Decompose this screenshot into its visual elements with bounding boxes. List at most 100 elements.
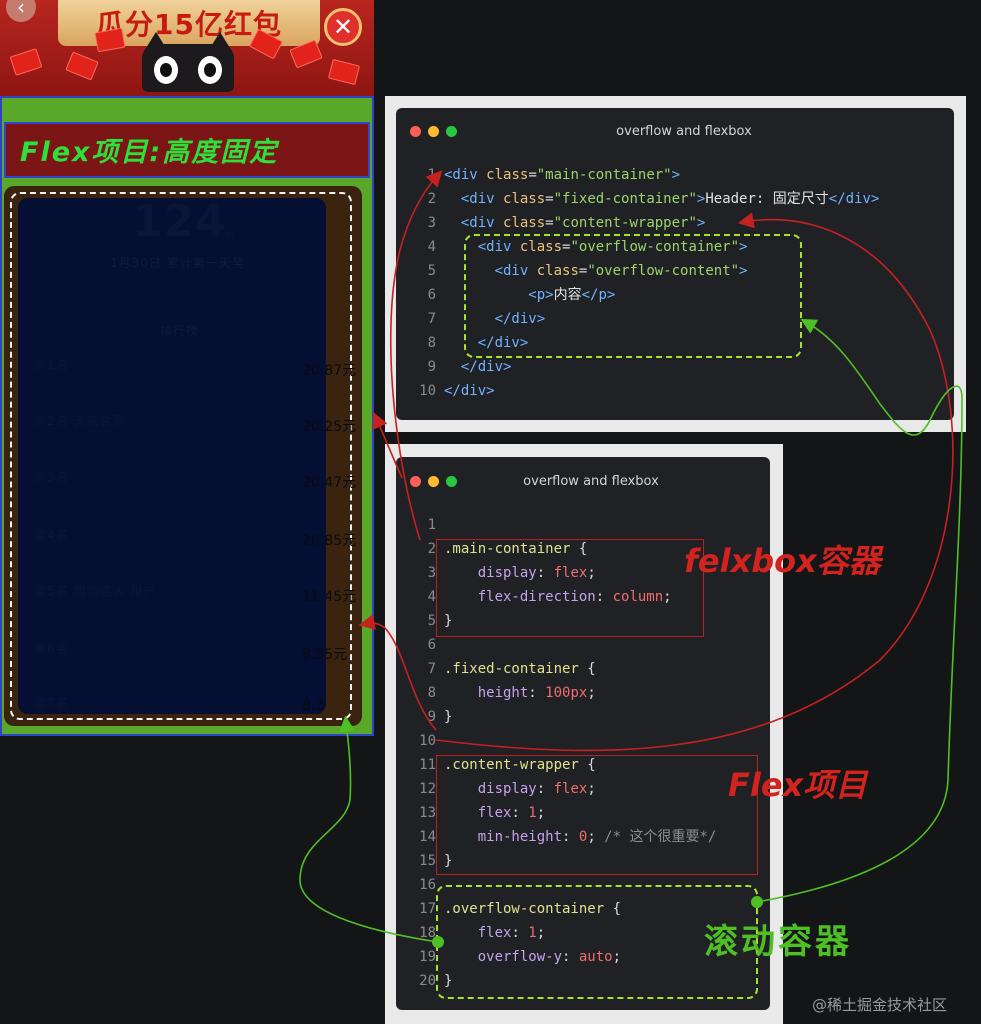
fixed-header-label: Flex项目:高度固定 — [20, 137, 279, 168]
code-token: <div — [444, 167, 487, 183]
back-button[interactable]: ‹ — [6, 0, 36, 22]
close-button[interactable]: ✕ — [324, 8, 362, 46]
code-token: Header: 固定尺寸 — [705, 191, 829, 207]
line-number: 15 — [419, 853, 436, 869]
code-token: : — [536, 565, 554, 581]
window-close-dot[interactable] — [410, 126, 421, 137]
window-close-dot[interactable] — [410, 476, 421, 487]
code-token: </div> — [477, 335, 529, 351]
code-token: 1 — [528, 805, 537, 821]
window-zoom-dot[interactable] — [446, 476, 457, 487]
code-token: > — [696, 215, 706, 231]
code-line: } — [444, 969, 452, 993]
code-token: flex — [553, 565, 588, 581]
code-token: flex-direction — [477, 589, 596, 605]
code-token: > — [671, 167, 681, 183]
line-number: 17 — [419, 901, 436, 917]
rank-row-label: 第6名 — [34, 642, 69, 656]
rank-row-label: 第7名 — [34, 696, 69, 710]
code-token: "overflow-content" — [587, 263, 740, 279]
code-token: : — [595, 589, 613, 605]
code-token: </div> — [460, 359, 512, 375]
arrow-scroll-phone — [299, 715, 439, 943]
overflow-container-outline — [10, 192, 352, 720]
code-token: 100px — [545, 685, 588, 701]
code-token: = — [578, 263, 588, 279]
code-token: "main-container" — [536, 167, 672, 183]
arrow-scroll-html — [756, 318, 963, 903]
line-number: 5 — [427, 263, 436, 279]
line-number: 5 — [427, 613, 436, 629]
window-minimize-dot[interactable] — [428, 476, 439, 487]
code-line: <div class="main-container"> — [444, 163, 680, 187]
code-token: > — [739, 239, 748, 255]
code-token: </div> — [494, 311, 546, 327]
code-token: class — [486, 167, 529, 183]
window-title: overflow and flexbox — [523, 474, 659, 489]
arrow-dot — [432, 936, 444, 948]
code-line: overflow-y: auto; — [444, 945, 621, 969]
code-line: .main-container { — [444, 537, 587, 561]
total-number: 124 — [132, 196, 227, 247]
arrow-content-wrapper-loop — [435, 212, 954, 752]
line-number: 1 — [427, 517, 436, 533]
code-token: : — [562, 829, 579, 845]
line-number: 7 — [427, 311, 436, 327]
code-token: </div> — [828, 191, 880, 207]
code-token: : — [562, 949, 579, 965]
fixed-header-area — [4, 122, 370, 178]
code-token: .fixed-container — [444, 661, 579, 677]
rank-row-label: 第1名 — [34, 358, 69, 372]
code-token: flex — [553, 781, 588, 797]
line-number: 3 — [427, 215, 436, 231]
code-line: <div class="overflow-content"> — [444, 259, 748, 283]
tmall-cat-icon — [142, 32, 234, 92]
code-line: } — [444, 849, 452, 873]
code-token: : — [511, 925, 529, 941]
code-token: <div — [494, 263, 537, 279]
code-token: "content-wrapper" — [553, 215, 697, 231]
flexbox-container-label: felxbox容器 — [684, 542, 881, 580]
code-token: class — [503, 215, 546, 231]
code-line: .overflow-container { — [444, 897, 621, 921]
code-token: <p> — [528, 287, 554, 303]
code-token: .overflow-container — [444, 901, 605, 917]
rank-row-label: 第3名 — [34, 470, 69, 484]
scroll-content-panel[interactable] — [18, 198, 326, 714]
line-number: 10 — [419, 383, 436, 399]
code-line: <div class="fixed-container">Header: 固定尺… — [444, 187, 880, 211]
code-line: height: 100px; — [444, 681, 596, 705]
line-number: 13 — [419, 805, 436, 821]
rank-row-amount: 8.35元 — [302, 647, 348, 663]
code-line: min-height: 0; /* 这个很重要*/ — [444, 825, 717, 849]
rank-row-amount: 11.45元 — [302, 589, 357, 605]
line-number: 7 — [427, 661, 436, 677]
code-token: > — [739, 263, 748, 279]
code-token: flex — [477, 925, 512, 941]
line-number: 9 — [427, 709, 436, 725]
code-token: { — [570, 541, 588, 557]
line-number: 6 — [427, 637, 436, 653]
code-token: = — [562, 239, 571, 255]
code-token: .content-wrapper — [444, 757, 579, 773]
code-line: </div> — [444, 307, 546, 331]
main-container-highlight — [436, 539, 704, 637]
code-token: { — [578, 757, 596, 773]
code-line: <p>内容</p> — [444, 283, 615, 307]
code-token: } — [444, 709, 453, 725]
code-token: auto — [578, 949, 613, 965]
window-minimize-dot[interactable] — [428, 126, 439, 137]
code-token: = — [528, 167, 537, 183]
code-token: column — [612, 589, 664, 605]
rank-row-amount: 8.3 — [302, 698, 325, 714]
code-token: height — [477, 685, 529, 701]
code-token: 1 — [528, 925, 537, 941]
rank-row-amount: 20.85元 — [302, 533, 357, 549]
window-zoom-dot[interactable] — [446, 126, 457, 137]
line-number: 16 — [419, 877, 436, 893]
rank-row-label: 第5名 购物达人 用户 — [34, 584, 157, 598]
code-line: display: flex; — [444, 561, 596, 585]
window-title: overflow and flexbox — [616, 124, 752, 139]
